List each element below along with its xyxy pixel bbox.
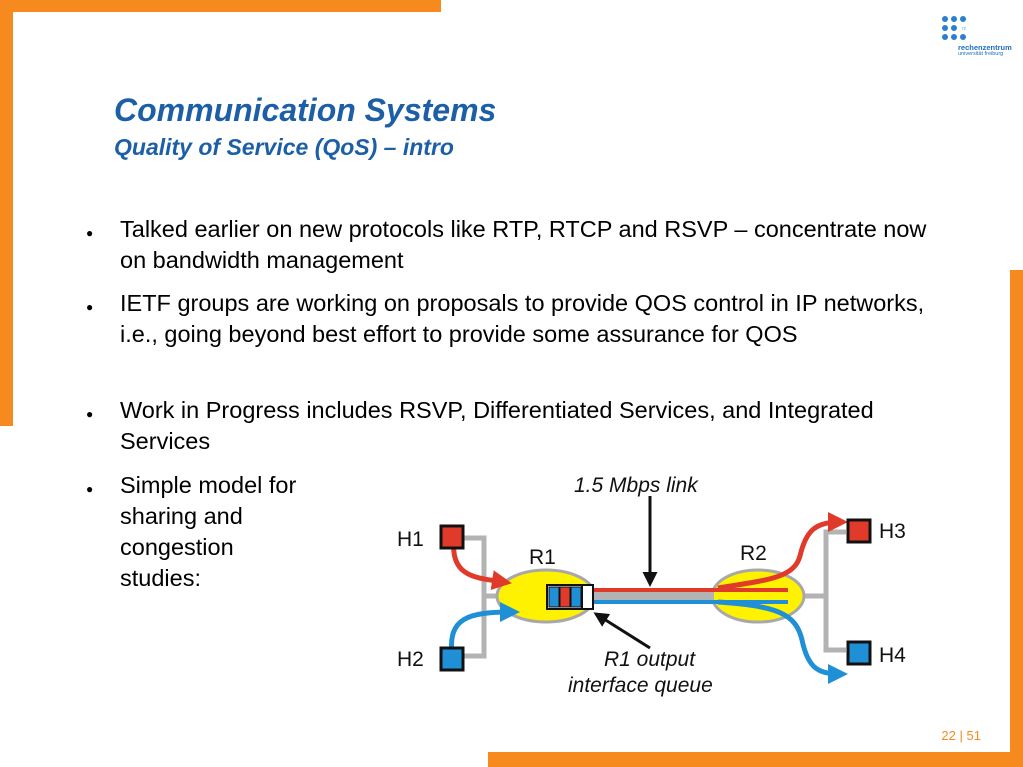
page-number: 22 | 51: [941, 728, 981, 743]
label-r1: R1: [529, 546, 556, 569]
bullet-marker: ●: [86, 482, 94, 496]
logo-dot: [951, 34, 957, 40]
label-h2: H2: [397, 648, 424, 671]
slide-subtitle: Quality of Service (QoS) – intro: [114, 134, 454, 160]
label-h4: H4: [879, 644, 906, 667]
university-logo: rz rechenzentrum universität freiburg: [938, 14, 1012, 64]
bullet-text-3: Work in Progress includes RSVP, Differen…: [120, 397, 874, 454]
bullet-text-4: Simple model for sharing and congestion …: [120, 472, 297, 591]
bullet-marker: ●: [86, 300, 94, 314]
router-r2: [710, 568, 806, 624]
bullet-text-1: Talked earlier on new protocols like RTP…: [120, 216, 927, 273]
label-queue-line-1: R1 output: [604, 648, 696, 671]
host-h3-square: [846, 518, 872, 544]
frame-bottom-bar: [488, 752, 1023, 767]
label-r2: R2: [740, 542, 767, 565]
label-h3: H3: [879, 520, 906, 543]
bullet-text-2: IETF groups are working on proposals to …: [120, 290, 925, 347]
page-separator: |: [959, 728, 963, 743]
host-h4-square: [846, 640, 872, 666]
label-h1: H1: [397, 528, 424, 551]
label-link: 1.5 Mbps link: [574, 474, 699, 497]
logo-dot: [942, 16, 948, 22]
flow-h2-blue: [449, 602, 520, 655]
network-diagram: H1 H2 H3 H4 R1 R2 1.5 Mbps link R1 outpu…: [397, 474, 906, 697]
logo-dot: [960, 16, 966, 22]
frame-right-bar: [1010, 270, 1023, 767]
queue-label-arrow: [593, 612, 651, 650]
logo-dot: [951, 25, 957, 31]
frame-left-bar: [0, 0, 13, 426]
host-h2-square: [439, 646, 465, 672]
bottleneck-link: [588, 590, 714, 602]
r1-output-queue: [546, 584, 594, 610]
logo-dot: [960, 34, 966, 40]
flow-r2-h4-blue: [717, 599, 848, 684]
bullet-marker: ●: [86, 226, 94, 240]
flow-r2-h3-red: [717, 512, 848, 591]
host-h1-square: [439, 524, 465, 550]
page-current: 22: [941, 728, 956, 743]
frame-top-bar: [0, 0, 441, 12]
page-total: 51: [966, 728, 981, 743]
logo-dot: [942, 25, 948, 31]
logo-dot: [951, 16, 957, 22]
flow-h1-red: [451, 539, 512, 591]
logo-rz-mark: rz: [962, 26, 967, 32]
label-queue-line-2: interface queue: [568, 674, 713, 697]
logo-line-2: universität freiburg: [958, 51, 1004, 57]
slide-title: Communication Systems: [114, 92, 497, 128]
bullet-marker: ●: [86, 407, 94, 421]
logo-dot: [942, 34, 948, 40]
logo-line-1: rechenzentrum: [958, 43, 1012, 52]
